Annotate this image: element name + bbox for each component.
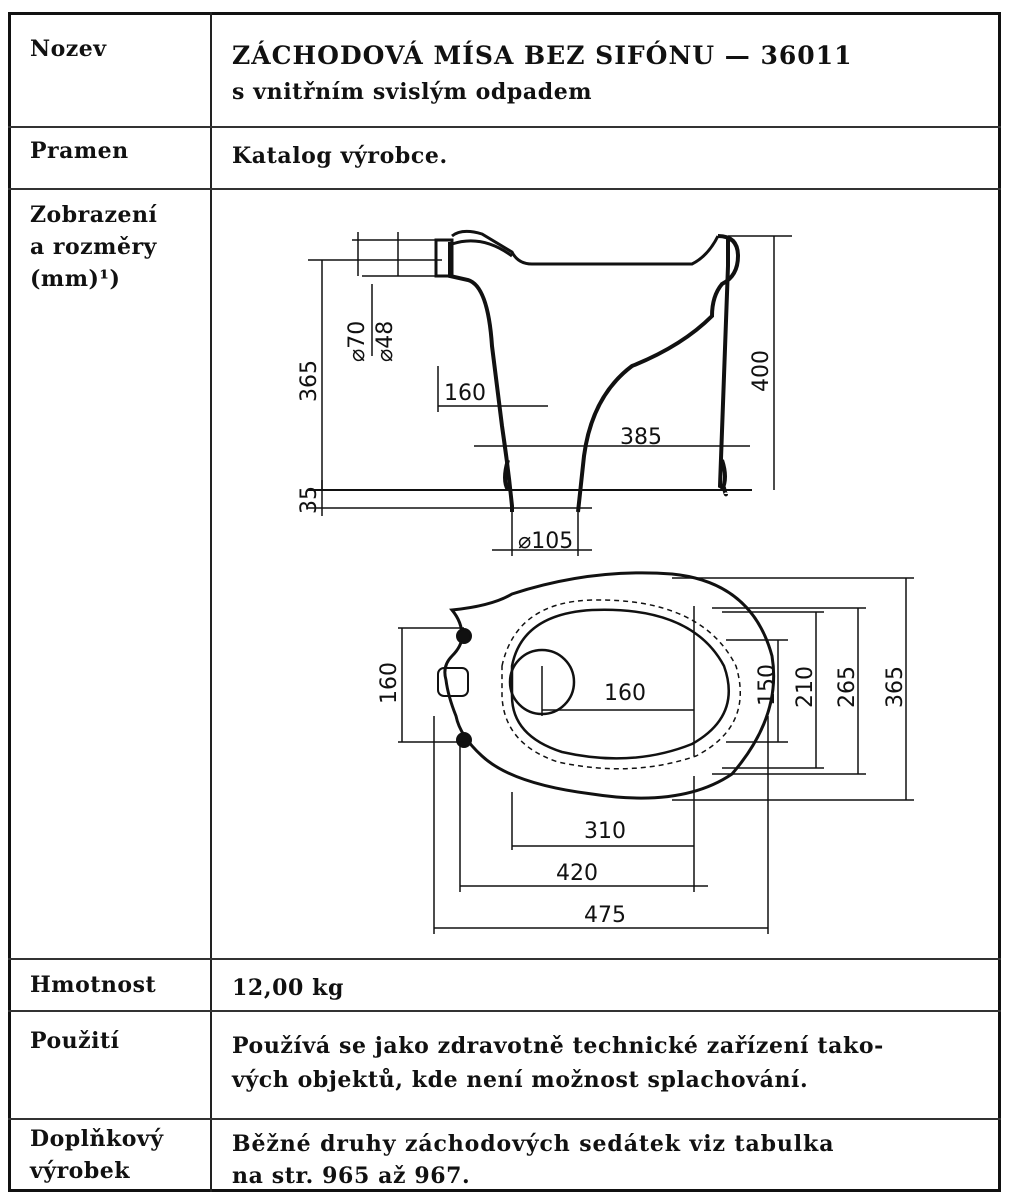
bowl-inner-opening [510, 608, 731, 760]
row-divider [8, 126, 1001, 128]
column-divider [210, 12, 212, 1192]
dim-rim-height: 400 [749, 350, 774, 392]
dim-w265: 265 [835, 666, 860, 708]
nazev-label: Nozev [30, 36, 107, 62]
technical-drawing: ⌀70 ⌀48 365 35 160 400 385 ⌀105 160 160 … [212, 196, 1001, 954]
dim-height-total: 365 [297, 360, 322, 402]
bowl-inner-curve [576, 234, 741, 513]
dim-base-height: 35 [297, 486, 322, 514]
dim-w150: 150 [755, 664, 780, 706]
dim-w210: 210 [793, 666, 818, 708]
mount-hole [456, 628, 472, 644]
dim-inlet-outer: ⌀70 [345, 321, 370, 362]
dim-bowl-offset: 160 [604, 681, 646, 706]
doplnkovy-value-1: Běžné druhy záchodových sedátek viz tabu… [232, 1131, 835, 1157]
dim-l420: 420 [556, 861, 598, 886]
row-divider [8, 1118, 1001, 1120]
top-view [398, 571, 914, 934]
dim-outlet-offset: 160 [444, 381, 486, 406]
dim-inlet-inner: ⌀48 [373, 321, 398, 362]
doplnkovy-label-2: výrobek [30, 1158, 130, 1184]
doplnkovy-value-2: na str. 965 až 967. [232, 1163, 471, 1189]
product-subtitle: s vnitřním svislým odpadem [232, 79, 593, 105]
side-view [308, 229, 792, 556]
dim-inlet-width: 160 [377, 662, 402, 704]
dim-l310: 310 [584, 819, 626, 844]
hmotnost-value: 12,00 kg [232, 975, 344, 1001]
dim-w365: 365 [883, 666, 908, 708]
zobrazeni-label-3: (mm)¹) [30, 266, 121, 292]
pouziti-value-2: vých objektů, kde není možnost splachová… [232, 1067, 809, 1093]
hmotnost-label: Hmotnost [30, 972, 157, 998]
pramen-label: Pramen [30, 138, 129, 164]
bowl-outer-right [717, 236, 730, 497]
table-frame [8, 12, 1001, 1192]
zobrazeni-label-1: Zobrazení [30, 202, 158, 228]
bowl-rim-outline [448, 242, 514, 512]
mount-hole [456, 732, 472, 748]
inlet-pipe [434, 238, 513, 278]
pramen-value: Katalog výrobce. [232, 143, 448, 169]
base-outline [503, 459, 727, 492]
dim-outlet-diameter: ⌀105 [518, 529, 573, 554]
doplnkovy-label-1: Doplňkový [30, 1126, 164, 1152]
bowl-inner-rim [501, 599, 741, 770]
dim-l475: 475 [584, 903, 626, 928]
dim-length: 385 [620, 425, 662, 450]
pouziti-value-1: Používá se jako zdravotně technické zaří… [232, 1033, 884, 1059]
row-divider [8, 188, 1001, 190]
row-divider [8, 958, 1001, 960]
bowl-top-rim [451, 229, 720, 266]
inlet-stub [437, 667, 469, 697]
product-title: ZÁCHODOVÁ MÍSA BEZ SIFÓNU — 36011 [232, 41, 853, 70]
bowl-outer-shell [443, 571, 776, 800]
zobrazeni-label-2: a rozměry [30, 234, 157, 260]
pouziti-label: Použití [30, 1028, 120, 1054]
row-divider [8, 1010, 1001, 1012]
